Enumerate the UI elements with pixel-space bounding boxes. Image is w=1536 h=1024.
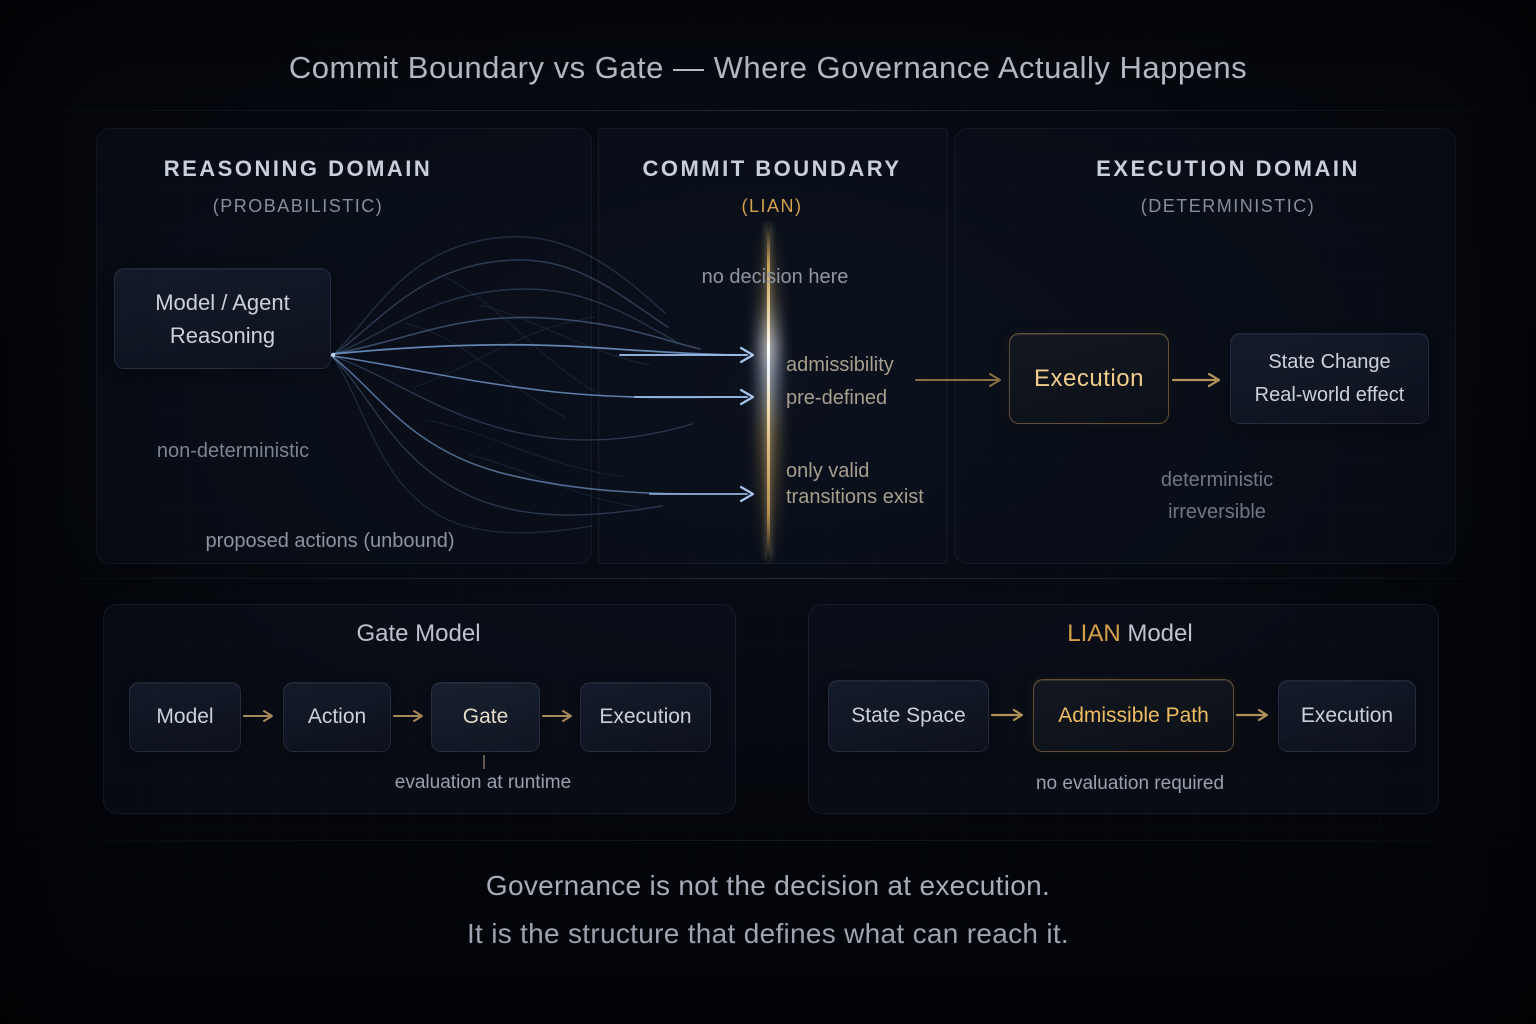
gate-model-title: Gate Model bbox=[356, 620, 481, 647]
lian-arrow-1-icon bbox=[990, 708, 1024, 722]
lian-model-node-state-space: State Space bbox=[828, 680, 989, 752]
footer-divider bbox=[0, 840, 1536, 841]
lian-model-title-rest: Model bbox=[1120, 620, 1193, 647]
state-change-node: State Change Real-world effect bbox=[1230, 333, 1429, 424]
flow-arrowheads-icon bbox=[739, 346, 755, 503]
execution-domain-subtitle: (DETERMINISTIC) bbox=[1140, 196, 1316, 216]
pre-defined-label: pre-defined bbox=[786, 387, 888, 409]
mid-divider bbox=[0, 578, 1536, 579]
gate-model-node-action: Action bbox=[283, 682, 391, 752]
lian-model-node-admissible-path: Admissible Path bbox=[1033, 679, 1234, 752]
reasoning-domain-subtitle: (PROBABILISTIC) bbox=[212, 196, 384, 216]
non-deterministic-note: non-deterministic bbox=[156, 440, 310, 462]
lian-model-title: LIAN Model bbox=[830, 620, 1430, 648]
gate-model-node-action-label: Action bbox=[307, 705, 367, 728]
lian-model-note: no evaluation required bbox=[1035, 773, 1225, 794]
commit-boundary-subtitle: (LIAN) bbox=[741, 196, 803, 216]
transitions-exist-label: transitions exist bbox=[786, 486, 924, 508]
model-agent-line2: Reasoning bbox=[169, 322, 276, 348]
admissibility-label: admissibility bbox=[786, 354, 894, 376]
lian-model-node-admissible-path-label: Admissible Path bbox=[1058, 703, 1209, 727]
model-agent-node: Model / Agent Reasoning bbox=[114, 268, 331, 369]
state-change-line2: Real-world effect bbox=[1254, 383, 1405, 406]
footer-line1: Governance is not the decision at execut… bbox=[485, 870, 1051, 901]
gate-model-node-execution: Execution bbox=[580, 682, 711, 752]
irreversible-note: irreversible bbox=[1168, 501, 1266, 523]
lian-model-node-state-space-label: State Space bbox=[851, 704, 966, 727]
probabilistic-flow-lines-icon bbox=[330, 235, 755, 534]
only-valid-label: only valid bbox=[786, 460, 870, 482]
gate-arrow-2-icon bbox=[393, 710, 423, 722]
lian-model-node-execution-label: Execution bbox=[1300, 704, 1394, 727]
lian-arrow-2-icon bbox=[1235, 708, 1269, 722]
execution-to-state-arrow-icon bbox=[1171, 372, 1221, 388]
lian-model-title-accent: LIAN bbox=[1067, 620, 1121, 647]
execution-node-label: Execution bbox=[1034, 364, 1144, 392]
gate-model-node-execution-label: Execution bbox=[599, 705, 692, 728]
execution-domain-title: EXECUTION DOMAIN bbox=[1096, 156, 1360, 181]
lian-model-node-execution: Execution bbox=[1278, 680, 1416, 752]
footer-line2: It is the structure that defines what ca… bbox=[466, 918, 1070, 949]
deterministic-note: deterministic bbox=[1160, 469, 1274, 491]
gate-model-note: evaluation at runtime bbox=[394, 772, 572, 793]
gate-model-node-gate: Gate bbox=[431, 682, 540, 752]
page-title: Commit Boundary vs Gate — Where Governan… bbox=[288, 50, 1248, 85]
gate-model-node-model: Model bbox=[129, 682, 241, 752]
commit-boundary-title: COMMIT BOUNDARY bbox=[642, 156, 902, 181]
proposed-actions-note: proposed actions (unbound) bbox=[205, 530, 455, 552]
gate-model-node-model-label: Model bbox=[156, 705, 214, 728]
commit-boundary-line bbox=[767, 224, 770, 560]
reasoning-domain-title: REASONING DOMAIN bbox=[163, 156, 433, 181]
execution-node: Execution bbox=[1009, 333, 1169, 424]
gate-arrow-1-icon bbox=[243, 710, 273, 722]
boundary-to-execution-arrow-icon bbox=[915, 373, 1001, 387]
header-divider bbox=[0, 110, 1536, 111]
gate-callout-tick bbox=[483, 755, 485, 769]
state-change-line1: State Change bbox=[1268, 350, 1391, 373]
gate-model-node-gate-label: Gate bbox=[462, 705, 509, 728]
gate-arrow-3-icon bbox=[542, 710, 572, 722]
model-agent-line1: Model / Agent bbox=[155, 289, 290, 315]
no-decision-note: no decision here bbox=[701, 266, 849, 288]
